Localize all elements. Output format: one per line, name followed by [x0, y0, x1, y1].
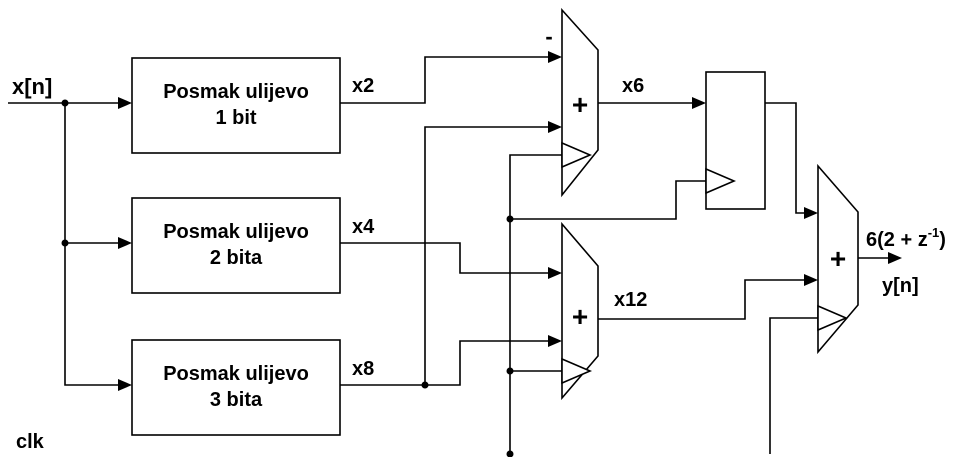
clk-reg-wire	[510, 180, 706, 220]
arrowhead	[548, 51, 562, 63]
arrowhead	[548, 121, 562, 133]
arrowhead	[804, 207, 818, 219]
signal-label-x6: x6	[622, 75, 644, 97]
signal-label-x4: x4	[352, 216, 375, 238]
shift-block-1-line2: 1 bit	[215, 107, 256, 129]
clock-triangle-icon	[561, 357, 593, 385]
output-expression-sup: -1	[928, 225, 940, 240]
arrowhead	[888, 252, 902, 264]
arrowhead	[548, 335, 562, 347]
arrowhead	[118, 379, 132, 391]
signal-label-x2: x2	[352, 75, 374, 97]
shift-block-1-line1: Posmak ulijevo	[163, 81, 309, 103]
shift-block-3-line2: 3 bita	[210, 389, 263, 411]
shift-block-2-box	[131, 197, 341, 294]
labels: x[n] clk x2 x4 x8 x6 x12 6(2 + z-1) y[n]	[12, 74, 946, 453]
input-trunk-wire	[64, 103, 120, 386]
junction-dot	[61, 99, 69, 107]
adder-final: +	[817, 163, 859, 355]
arrowhead	[118, 237, 132, 249]
adder-top-plus: +	[572, 89, 588, 120]
junction-dot	[506, 367, 514, 375]
clock-triangle-icon	[561, 141, 593, 169]
adder-top: - +	[545, 7, 599, 198]
junction-dot	[506, 450, 514, 457]
junctions	[61, 99, 514, 457]
clock-label: clk	[16, 431, 45, 453]
adder-middle-plus: +	[572, 301, 588, 332]
x12-wire	[598, 279, 806, 320]
arrowhead	[118, 97, 132, 109]
shift-block-3-line1: Posmak ulijevo	[163, 363, 309, 385]
clk-final-wire	[769, 317, 818, 454]
input-label: x[n]	[12, 74, 52, 99]
adder-final-plus: +	[830, 243, 846, 274]
adder-top-minus: -	[545, 24, 552, 49]
shift-block-3-box	[131, 339, 341, 436]
arrowheads	[118, 51, 902, 391]
shift-block-1: Posmak ulijevo 1 bit	[131, 57, 341, 154]
output-label: y[n]	[882, 275, 919, 297]
adder-middle-body	[561, 221, 599, 401]
clk-trunk-wire	[509, 154, 562, 454]
junction-dot	[506, 215, 514, 223]
reg-out-wire	[765, 102, 806, 214]
shift-block-3: Posmak ulijevo 3 bita	[131, 339, 341, 436]
signal-label-x12: x12	[614, 289, 647, 311]
signal-label-x8: x8	[352, 358, 374, 380]
clock-triangle-icon	[705, 167, 737, 195]
arrowhead	[548, 267, 562, 279]
shift-block-1-box	[131, 57, 341, 154]
arrowhead	[804, 274, 818, 286]
output-expression: 6(2 + z-1)	[866, 225, 946, 251]
junction-dot	[421, 381, 429, 389]
junction-dot	[61, 239, 69, 247]
shift-block-2-line1: Posmak ulijevo	[163, 221, 309, 243]
x8-feed-wire	[424, 126, 550, 385]
clock-triangle-icon	[817, 304, 849, 332]
shift-block-2: Posmak ulijevo 2 bita	[131, 197, 341, 294]
delay-register	[705, 71, 766, 210]
arrowhead	[692, 97, 706, 109]
output-expression-main: 6(2 + z	[866, 229, 928, 251]
adder-middle: +	[561, 221, 599, 401]
adder-final-body	[817, 163, 859, 355]
shift-block-2-line2: 2 bita	[210, 247, 263, 269]
x2-wire	[340, 56, 550, 104]
x8-wire	[340, 340, 550, 386]
output-expression-close: )	[939, 229, 946, 251]
x4-wire	[340, 242, 550, 274]
wires	[8, 56, 890, 454]
